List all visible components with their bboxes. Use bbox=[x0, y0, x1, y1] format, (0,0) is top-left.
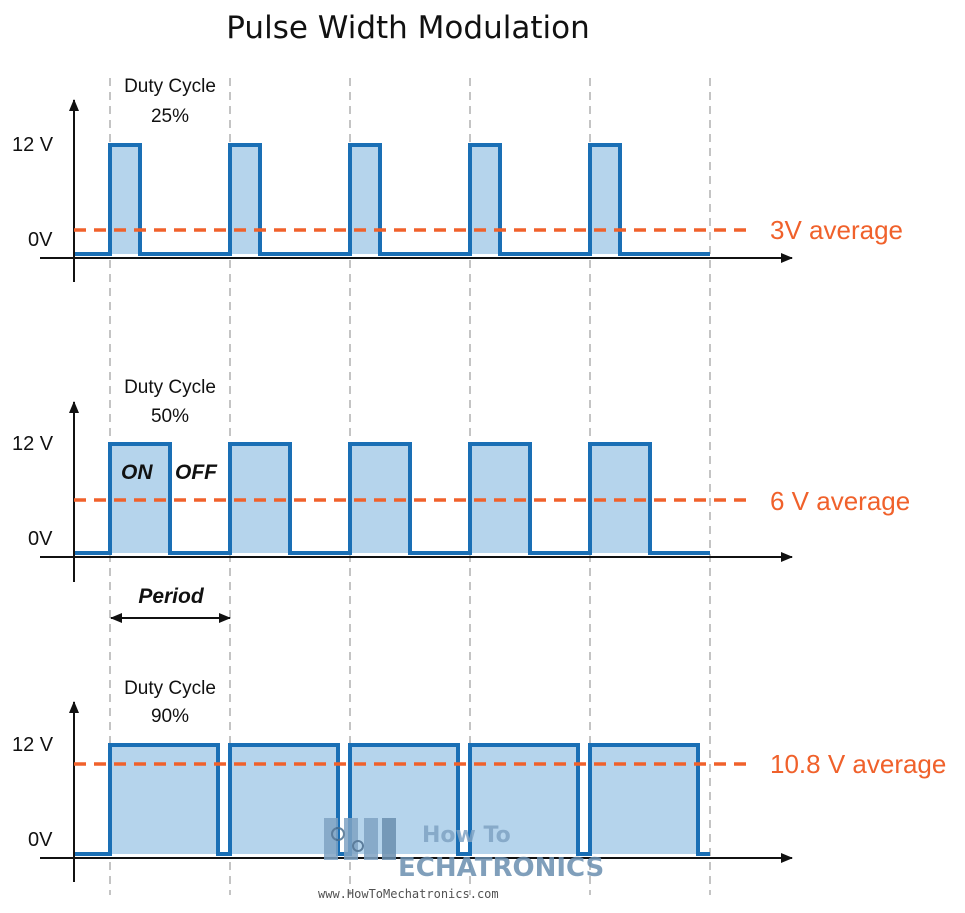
high-voltage-label: 12 V bbox=[12, 433, 54, 455]
watermark-line2: ECHATRONICS bbox=[398, 853, 604, 883]
low-voltage-label: 0V bbox=[28, 829, 53, 851]
pulse-on-segment bbox=[590, 145, 620, 254]
watermark-url: www.HowToMechatronics.com bbox=[318, 887, 499, 901]
watermark: How To ECHATRONICS www.HowToMechatronics… bbox=[318, 818, 604, 901]
pulse-on-segment bbox=[350, 145, 380, 254]
pulse-on-segment bbox=[110, 745, 218, 854]
pulse-on-segment bbox=[230, 145, 260, 254]
pulse-on-segment bbox=[230, 745, 338, 854]
watermark-logo-icon bbox=[324, 818, 396, 860]
average-voltage-label: 10.8 V average bbox=[770, 749, 946, 779]
low-voltage-label: 0V bbox=[28, 528, 53, 550]
pulse-on-segment bbox=[590, 745, 698, 854]
high-voltage-label: 12 V bbox=[12, 734, 54, 756]
period-label: Period bbox=[138, 585, 205, 608]
duty-cycle-value: 25% bbox=[151, 106, 189, 127]
low-voltage-label: 0V bbox=[28, 229, 53, 251]
on-label: ON bbox=[121, 461, 153, 484]
panel-duty-90: Duty Cycle 90% 12 V 0V 10.8 V average bbox=[12, 678, 946, 882]
duty-cycle-label: Duty Cycle bbox=[124, 76, 216, 97]
panel-duty-50: Duty Cycle 50% 12 V 0V 6 V average ON OF… bbox=[12, 377, 910, 582]
pwm-waveform bbox=[74, 743, 710, 856]
pulse-on-segment bbox=[110, 145, 140, 254]
duty-cycle-value: 50% bbox=[151, 406, 189, 427]
duty-cycle-label: Duty Cycle bbox=[124, 678, 216, 699]
pwm-waveform bbox=[74, 442, 710, 555]
high-voltage-label: 12 V bbox=[12, 134, 54, 156]
duty-cycle-label: Duty Cycle bbox=[124, 377, 216, 398]
watermark-line1: How To bbox=[422, 823, 511, 848]
average-voltage-label: 3V average bbox=[770, 215, 903, 245]
period-dimension: Period bbox=[110, 585, 231, 623]
pwm-signal-25 bbox=[74, 143, 710, 256]
pulse-on-segment bbox=[470, 145, 500, 254]
duty-cycle-value: 90% bbox=[151, 706, 189, 727]
average-voltage-label: 6 V average bbox=[770, 486, 910, 516]
panel-duty-25: Duty Cycle 25% 12 V 0V 3V average bbox=[12, 76, 903, 282]
pwm-waveform bbox=[74, 143, 710, 256]
off-label: OFF bbox=[175, 461, 218, 484]
diagram-title: Pulse Width Modulation bbox=[226, 10, 589, 46]
